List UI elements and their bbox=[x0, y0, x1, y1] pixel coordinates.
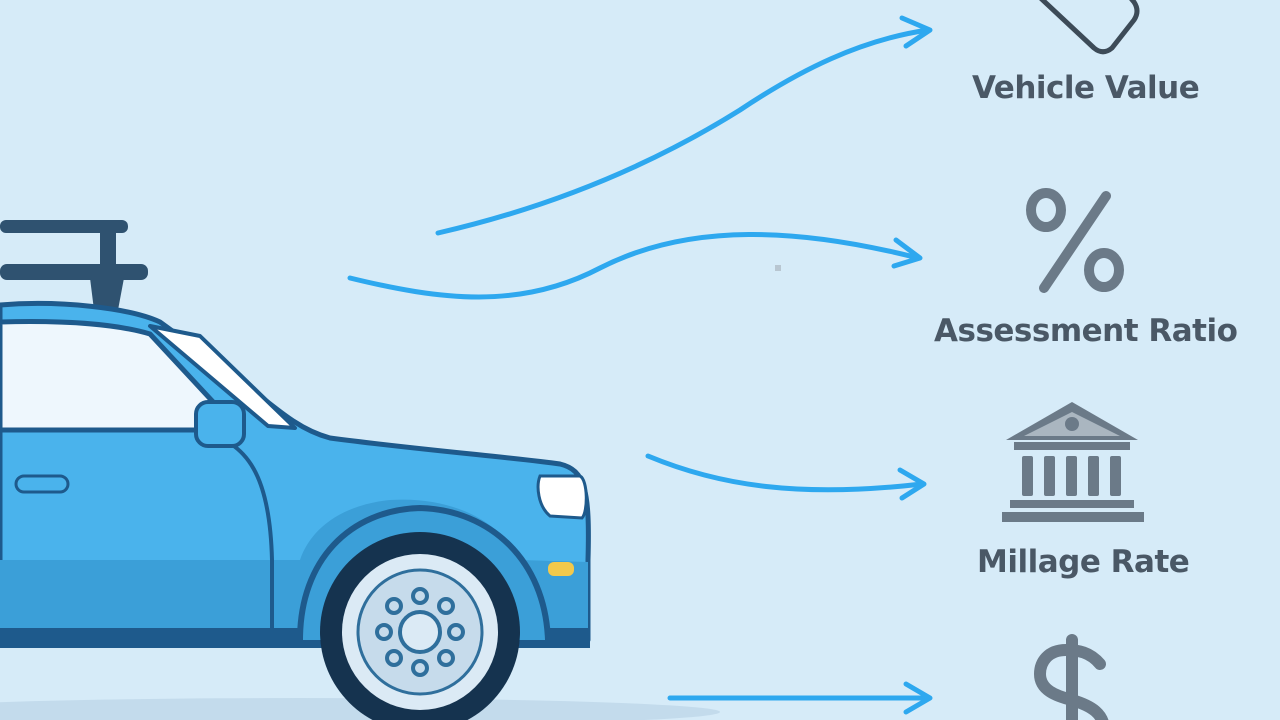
arrow-to-tax-amount bbox=[667, 681, 933, 715]
tag-icon bbox=[1039, 0, 1140, 55]
roof-rack bbox=[0, 220, 148, 310]
dollar-icon bbox=[1033, 634, 1109, 720]
arrow-to-vehicle-value bbox=[435, 15, 933, 236]
car-turn-signal bbox=[548, 562, 574, 576]
car-side-window bbox=[0, 319, 218, 433]
percent-icon bbox=[1026, 188, 1124, 293]
bank-building-icon bbox=[1002, 402, 1144, 522]
decorative-dot bbox=[775, 265, 781, 271]
assessment-ratio-label: Assessment Ratio bbox=[934, 313, 1238, 349]
car-mirror bbox=[194, 400, 246, 448]
car-wheel bbox=[320, 532, 520, 720]
car-windshield bbox=[148, 324, 297, 430]
arrow-to-millage-rate bbox=[645, 453, 927, 501]
flow-arrows bbox=[347, 15, 933, 715]
millage-rate-label: Millage Rate bbox=[977, 544, 1190, 580]
car-illustration bbox=[0, 220, 720, 720]
car-door-handle bbox=[14, 474, 70, 494]
arrow-to-assessment-ratio bbox=[347, 231, 923, 300]
vehicle-value-label: Vehicle Value bbox=[972, 70, 1200, 106]
car-headlight bbox=[536, 474, 588, 520]
